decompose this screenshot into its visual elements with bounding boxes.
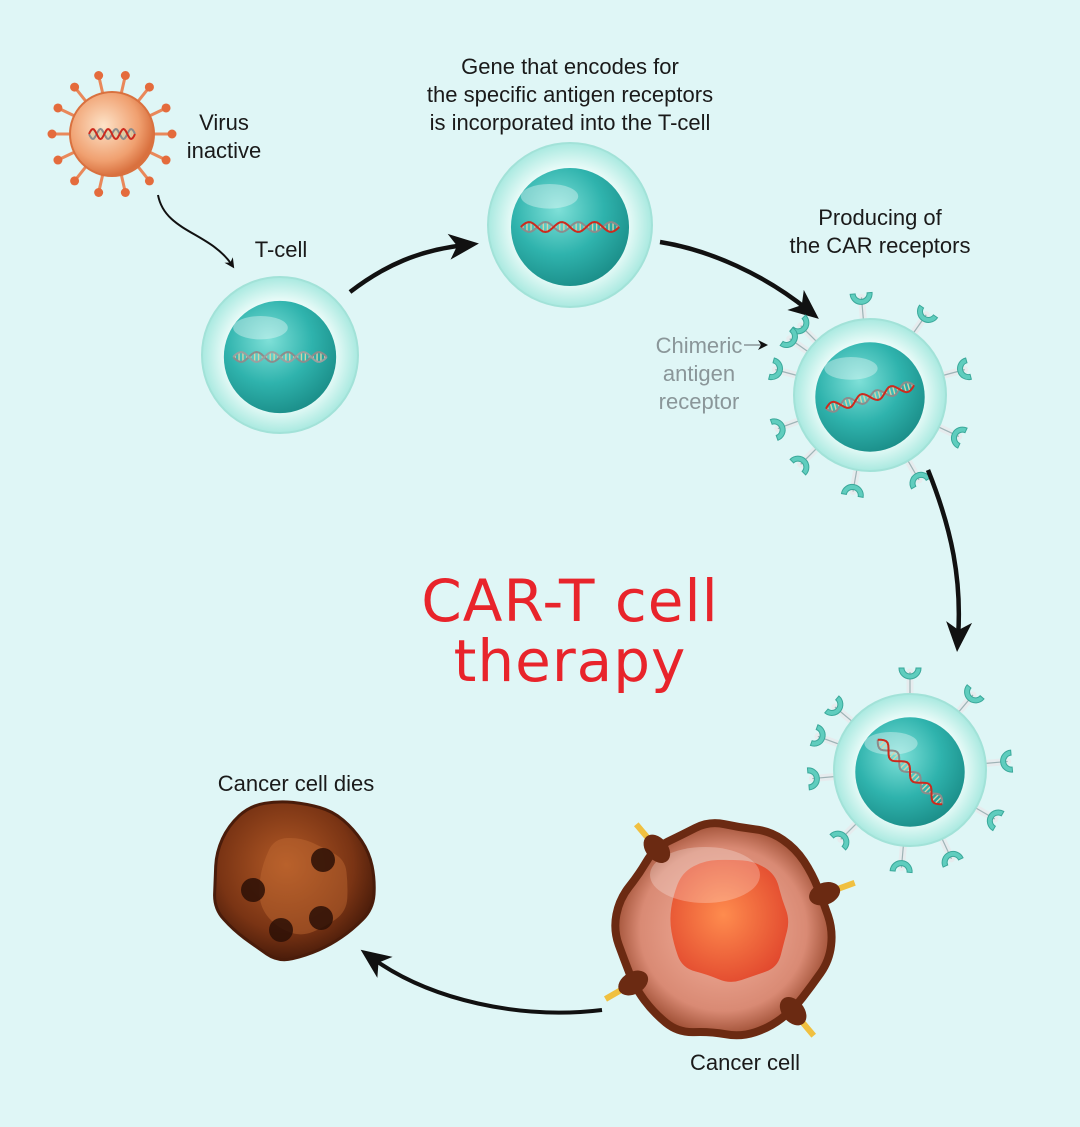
arrow-virus-to-tcell xyxy=(157,194,235,269)
receptor-head xyxy=(809,724,826,747)
receptor-head xyxy=(898,667,922,680)
receptor-head xyxy=(909,471,932,490)
modified-t-cell xyxy=(487,142,653,308)
receptor-head xyxy=(789,455,810,476)
antigen-base xyxy=(779,997,807,1026)
label-virus: Virus inactive xyxy=(186,110,262,163)
dna-helix xyxy=(232,350,328,364)
cancer-cell xyxy=(603,819,856,1040)
label-gene: Gene that encodes for the specific antig… xyxy=(426,54,714,135)
receptor-head xyxy=(806,767,820,791)
receptor-head xyxy=(917,304,939,323)
cancer-nucleus xyxy=(670,859,789,982)
antigen-base xyxy=(643,834,671,863)
receptor-head xyxy=(768,357,783,381)
arrow-car-to-attack xyxy=(925,469,973,652)
label-t-cell: T-cell xyxy=(254,237,308,262)
dead-cell-fragment xyxy=(241,878,265,902)
nucleus-highlight xyxy=(864,732,918,755)
receptor-head xyxy=(941,850,964,868)
nucleus-highlight xyxy=(824,357,878,380)
nucleus-highlight xyxy=(520,184,579,209)
dead-cancer-cell xyxy=(213,800,376,962)
label-producing: Producing of the CAR receptors xyxy=(789,205,971,258)
t-cell xyxy=(201,276,359,434)
label-chimeric: Chimeric antigen receptor xyxy=(655,333,743,414)
nucleus-highlight xyxy=(233,316,288,340)
receptor-head xyxy=(950,426,968,449)
dna-helix xyxy=(876,738,944,806)
receptor-head xyxy=(889,860,913,874)
receptor-head xyxy=(779,326,798,348)
label-cancer-dies: Cancer cell dies xyxy=(217,771,375,796)
receptor-head xyxy=(769,418,786,441)
antigen-base xyxy=(618,970,649,996)
dead-cell-fragment xyxy=(269,918,293,942)
arrow-tcell-to-modified xyxy=(348,233,479,294)
receptor-head xyxy=(849,291,873,305)
dna-helix xyxy=(88,127,136,141)
receptor-head xyxy=(824,695,844,716)
receptor-head xyxy=(964,684,985,704)
antigen-base xyxy=(809,882,841,906)
receptor-head xyxy=(829,830,850,851)
car-t-cell xyxy=(768,291,972,498)
arrow-modified-to-car xyxy=(659,239,819,319)
attacking-car-t-cell xyxy=(806,667,1014,874)
dead-cell-fragment xyxy=(311,848,335,872)
label-cancer-cell: Cancer cell xyxy=(689,1050,801,1075)
dead-cell-fragment xyxy=(309,906,333,930)
dna-helix xyxy=(520,220,620,234)
title-line2: therapy xyxy=(453,627,687,695)
receptor-head xyxy=(986,809,1005,832)
dead-cell-body xyxy=(213,800,376,962)
arrow-cancer-to-dead xyxy=(360,949,603,1015)
receptor-head xyxy=(1000,749,1014,773)
receptor-head xyxy=(840,483,864,498)
cancer-highlight xyxy=(650,847,760,903)
title-line1: CAR-T cell xyxy=(421,567,719,635)
receptor-head xyxy=(957,357,972,381)
dna-helix xyxy=(825,381,915,413)
virus xyxy=(47,71,177,197)
